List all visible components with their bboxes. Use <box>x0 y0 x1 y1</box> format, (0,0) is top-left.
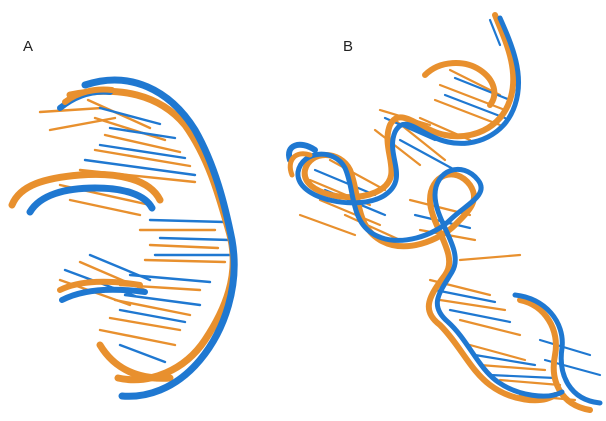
panel-b-strand-orange-3 <box>425 63 494 105</box>
panel-b-structure <box>289 15 600 410</box>
panel-a-structure <box>12 80 235 396</box>
